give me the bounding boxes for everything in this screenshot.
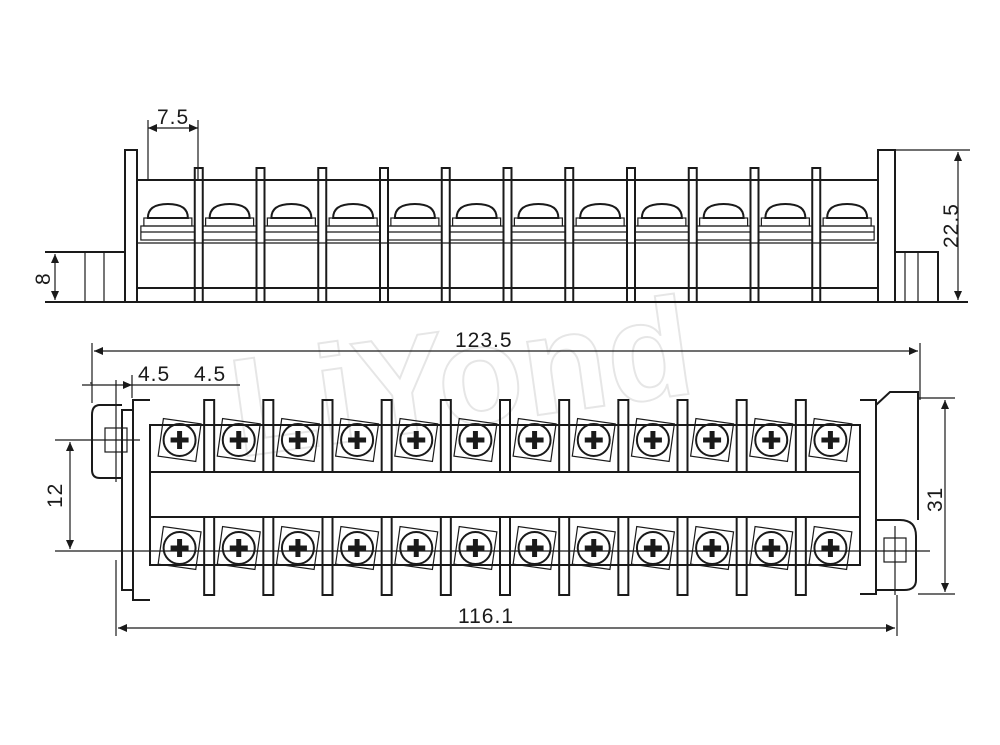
top-barrier-lower [380, 516, 393, 596]
top-barrier-lower [558, 516, 571, 596]
top-barrier-lower [735, 516, 748, 596]
top-barrier-upper [617, 399, 630, 473]
top-barrier-lower [321, 516, 334, 596]
top-barrier-lower [203, 516, 216, 596]
side-barrier [440, 167, 451, 303]
top-barrier-lower [676, 516, 689, 596]
side-barrier [193, 167, 204, 303]
screw-upper [571, 417, 616, 463]
top-view: 123.5 4.5 4.5 12 31 116.1 [44, 329, 955, 636]
side-screw-head [449, 202, 505, 241]
screw-lower [394, 525, 439, 571]
screw-upper [689, 417, 735, 463]
top-barrier-upper [558, 399, 571, 473]
side-screw-head [263, 202, 319, 241]
top-barrier-lower [499, 516, 511, 596]
top-barrier-lower [617, 516, 630, 596]
dim-height-base: 8 [32, 272, 55, 285]
side-barrier [255, 167, 266, 303]
screw-lower [630, 525, 676, 571]
side-screw-head [757, 202, 813, 241]
screw-upper [749, 417, 794, 463]
top-barrier-upper [439, 399, 452, 473]
dim-pitch-top: 7.5 [157, 106, 189, 129]
side-barrier [811, 167, 822, 303]
top-barrier-lower [794, 516, 807, 596]
side-screw-head [325, 202, 381, 241]
side-screw-head [696, 202, 752, 241]
top-barrier-upper [735, 399, 748, 473]
top-barrier-upper [499, 399, 511, 473]
watermark-logo: LiYond [221, 267, 702, 487]
side-screw-head [387, 202, 443, 241]
screw-upper [808, 417, 853, 463]
top-barrier-upper [676, 399, 689, 473]
screw-lower [157, 525, 202, 571]
dim-height-total: 22.5 [940, 203, 963, 248]
top-barrier-lower [262, 516, 275, 596]
screw-upper [216, 417, 261, 463]
side-screw-head [819, 202, 875, 241]
side-barrier [687, 167, 698, 303]
screw-lower [689, 525, 735, 571]
top-barrier-upper [262, 399, 275, 473]
side-barrier [502, 167, 513, 303]
side-screw-head [140, 202, 196, 241]
top-screws [157, 417, 853, 571]
side-barrier [749, 167, 760, 303]
screw-upper [453, 417, 498, 463]
screw-lower [571, 525, 616, 571]
dim-length-mount: 116.1 [458, 605, 514, 628]
side-barriers [193, 167, 822, 303]
screw-upper [630, 417, 676, 463]
top-barrier-lower [439, 516, 452, 596]
screw-lower [808, 525, 853, 571]
screw-upper [394, 417, 439, 463]
screw-upper [157, 417, 202, 463]
top-barrier-upper [794, 399, 807, 473]
screw-lower [749, 525, 794, 571]
screw-lower [275, 525, 321, 571]
side-screw-head [202, 202, 258, 241]
screw-upper [512, 417, 557, 463]
dim-offset-b: 4.5 [194, 363, 226, 386]
dim-row-spacing: 12 [44, 483, 67, 508]
dim-length-overall: 123.5 [455, 329, 513, 352]
screw-lower [334, 525, 380, 571]
side-view: 7.5 22.5 8 [32, 106, 970, 303]
dim-width-total: 31 [924, 487, 947, 512]
screw-lower [512, 525, 557, 571]
dim-offset-a: 4.5 [138, 363, 170, 386]
screw-lower [216, 525, 261, 571]
screw-upper [275, 417, 321, 463]
side-screws [140, 202, 875, 241]
side-barrier [379, 167, 389, 303]
top-barriers [203, 399, 807, 596]
screw-upper [334, 417, 380, 463]
side-barrier [317, 167, 328, 303]
top-barrier-upper [321, 399, 334, 473]
side-screw-head [572, 202, 628, 241]
screw-lower [453, 525, 498, 571]
side-screw-head [634, 202, 690, 241]
top-barrier-upper [380, 399, 393, 473]
top-barrier-upper [203, 399, 216, 473]
side-screw-head [510, 202, 566, 241]
